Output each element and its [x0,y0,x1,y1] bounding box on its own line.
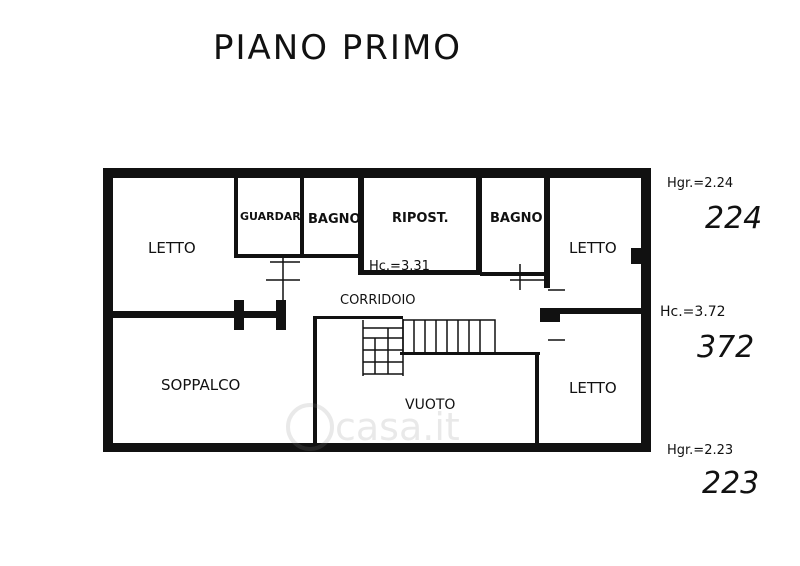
room-label-guardaroba: GUARDAR. [240,210,305,223]
watermark-text: casa.it [335,405,460,449]
interior-walls [113,178,641,443]
room-label-letto-nw: LETTO [148,239,196,257]
door-marks [266,258,565,341]
room-label-ripostiglio: RIPOST. [392,211,449,226]
room-label-bagno-1: BAGNO [308,212,361,227]
staircase [362,319,496,376]
height-label-hgr-top: Hgr.=2.24 [667,176,733,191]
room-label-letto-se: LETTO [569,379,617,397]
height-label-hc-right: Hc.=3.72 [660,304,726,320]
room-label-corridoio: CORRIDOIO [340,293,416,308]
room-label-soppalco: SOPPALCO [161,376,240,394]
room-label-letto-ne: LETTO [569,239,617,257]
handwritten-hc-right: 372 [697,330,754,365]
handwritten-hgr-bottom: 223 [702,466,759,501]
casa-logo: casa.it [286,403,460,451]
room-label-bagno-2: BAGNO [490,211,543,226]
height-label-hgr-bottom: Hgr.=2.23 [667,443,733,458]
outer-walls [103,168,651,452]
height-label-hc-inner: Hc.=3.31 [369,259,430,274]
room-label-vuoto: VUOTO [405,397,455,413]
handwritten-hgr-top: 224 [705,201,762,236]
page-title: PIANO PRIMO [213,28,463,68]
